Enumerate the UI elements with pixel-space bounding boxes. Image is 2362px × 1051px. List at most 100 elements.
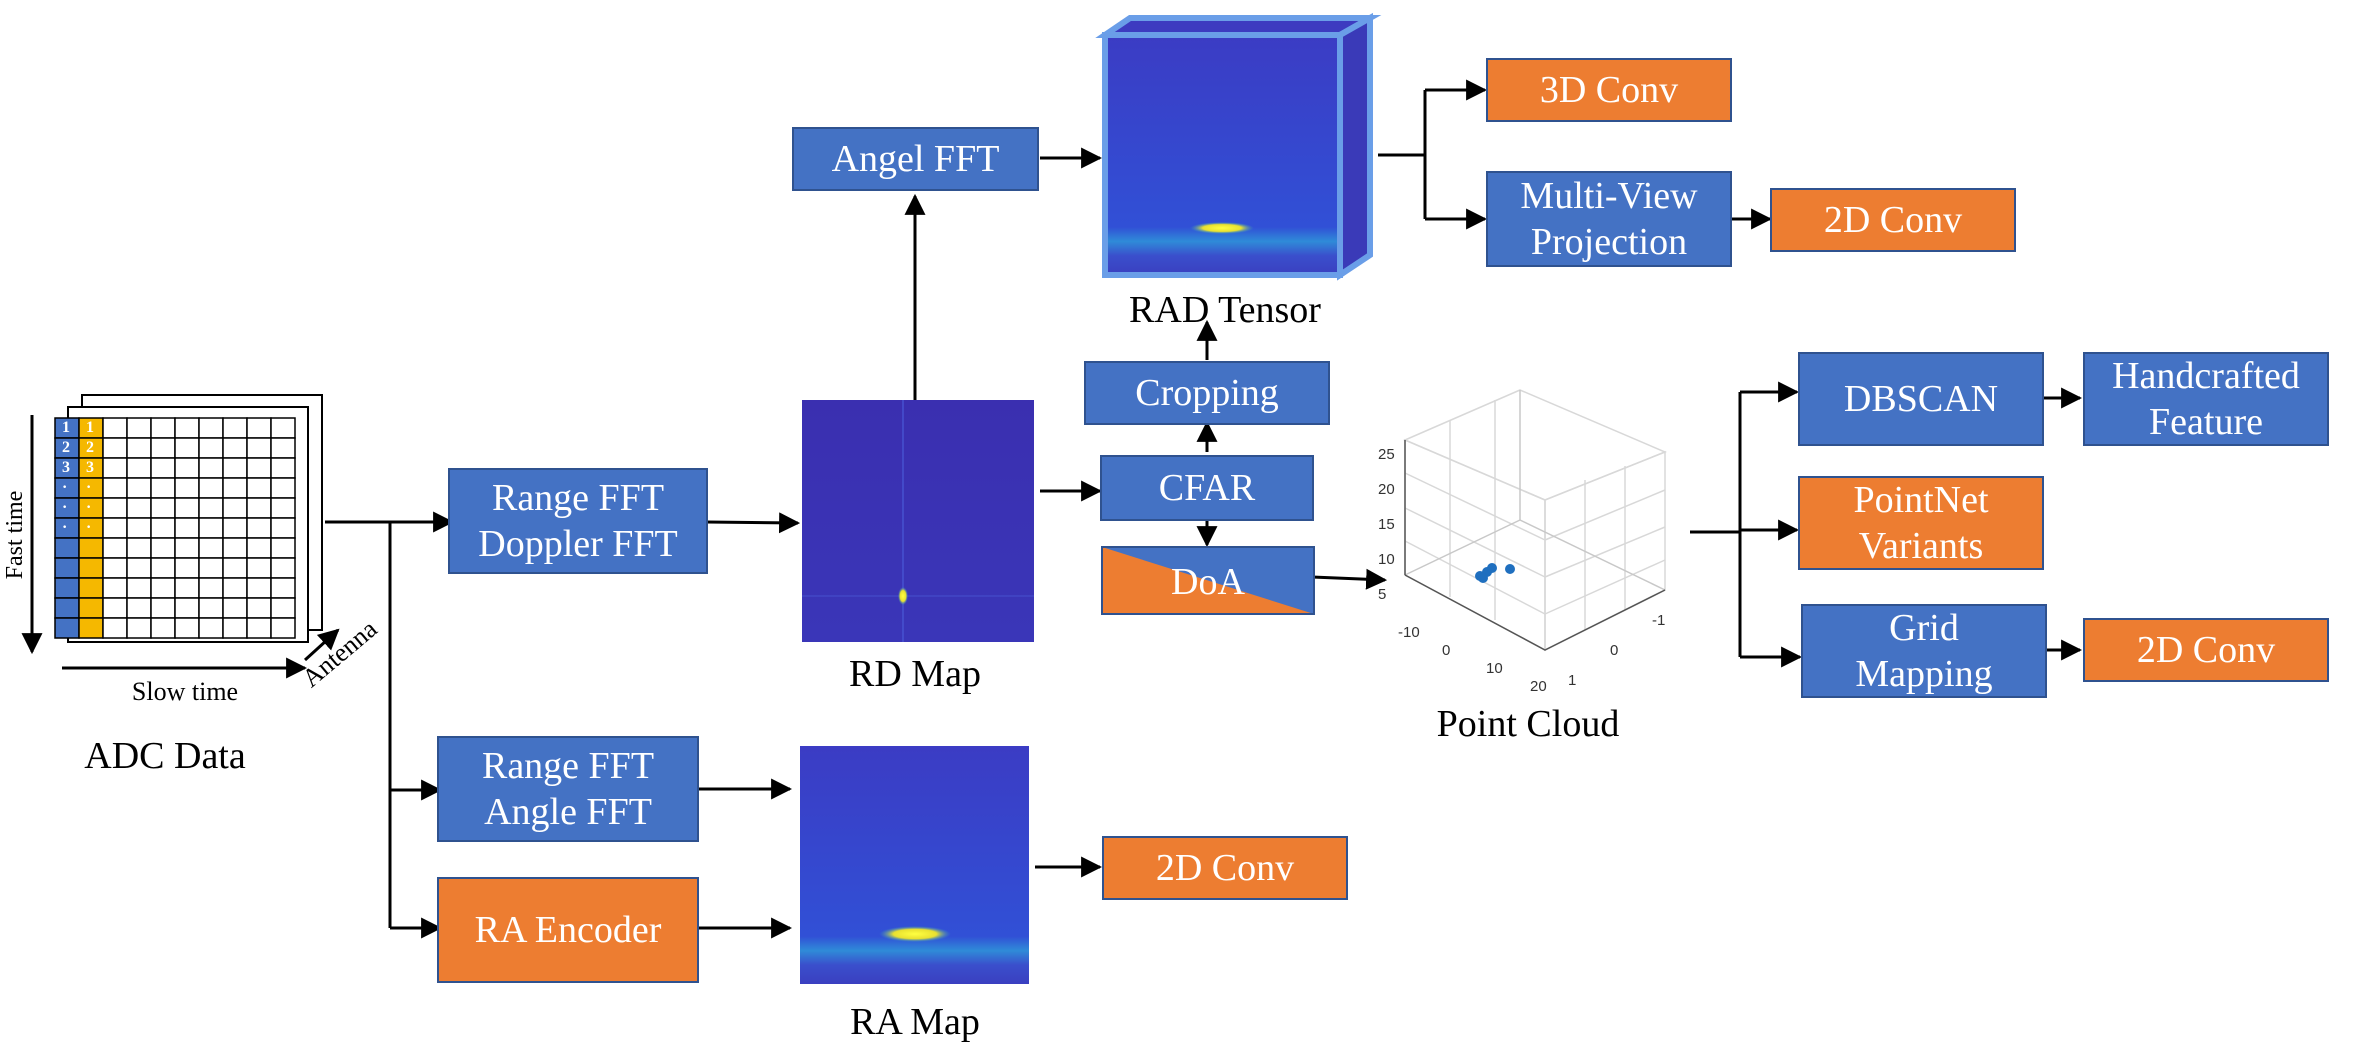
adc-cell [126,477,152,499]
point-cloud-tick: -10 [1398,624,1420,641]
rad-tensor-cube [1095,12,1382,281]
rd-map-image [802,400,1034,642]
adc-cell [174,497,200,519]
ra-encoder-label: RA Encoder [474,909,662,951]
adc-row-label: · [86,519,92,536]
adc-cell [54,557,80,579]
range-angle-line2: Angle FFT [484,791,652,833]
point-cloud-caption: Point Cloud [1437,703,1620,745]
adc-cell [270,617,296,639]
ra-encoder-box: RA Encoder [437,877,699,983]
adc-row-label: 2 [62,439,70,456]
adc-row-label: · [62,499,68,516]
point-cloud-tick: 20 [1378,481,1395,498]
handcrafted-line1: Handcrafted [2112,355,2300,397]
adc-cell [174,597,200,619]
adc-cell [198,497,224,519]
adc-cell [102,417,128,439]
pointnet-line1: PointNet [1853,479,1989,521]
adc-cell [222,537,248,559]
adc-cell [150,517,176,539]
adc-cell [222,417,248,439]
adc-cell [270,417,296,439]
adc-cell [246,617,272,639]
adc-cell [198,597,224,619]
adc-cell [246,477,272,499]
adc-cell [54,537,80,559]
adc-cell [270,477,296,499]
adc-cell [222,517,248,539]
adc-cell [78,537,104,559]
conv2d-mv-box: 2D Conv [1770,188,2016,252]
adc-cell [198,557,224,579]
multi-view-line2: Projection [1530,221,1688,263]
adc-cell [246,597,272,619]
adc-cell [102,457,128,479]
range-doppler-line1: Range FFT [491,477,665,519]
adc-cell [174,537,200,559]
adc-cell [270,457,296,479]
adc-cell [222,457,248,479]
adc-cell [126,557,152,579]
adc-cell [198,537,224,559]
point-cloud-tick: 0 [1442,642,1451,659]
fast-time-label: Fast time [2,491,28,580]
adc-cell [198,517,224,539]
conv2d-mv-label: 2D Conv [1823,199,1963,241]
point-cloud-plot [1403,389,1667,652]
adc-cell [150,577,176,599]
adc-cell [102,577,128,599]
adc-cell [102,517,128,539]
adc-cell [174,617,200,639]
adc-cell [150,417,176,439]
rad-tensor-caption: RAD Tensor [1129,289,1321,331]
adc-row-label: 3 [62,459,70,476]
ra-map-caption: RA Map [850,1001,980,1043]
adc-cell [54,597,80,619]
multi-view-projection-box: Multi-View Projection [1486,171,1732,267]
doa-label: DoA [1171,561,1245,603]
adc-cell [222,477,248,499]
adc-cell [150,497,176,519]
adc-cell [174,517,200,539]
angel-fft-label: Angel FFT [831,138,1000,180]
adc-cell [246,577,272,599]
pointnet-variants-box: PointNet Variants [1798,476,2044,570]
adc-cell [126,517,152,539]
adc-cell [126,597,152,619]
point-cloud-tick: 10 [1486,660,1503,677]
adc-cell [198,417,224,439]
adc-cell [78,597,104,619]
adc-cell [198,577,224,599]
point-cloud-tick: 15 [1378,516,1395,533]
adc-cell [270,577,296,599]
point-cloud-points [1475,563,1515,583]
adc-cell [174,457,200,479]
adc-cell [150,457,176,479]
adc-cell [174,477,200,499]
adc-cell [126,457,152,479]
adc-cell [270,437,296,459]
adc-data-cube [54,394,323,643]
adc-cell [150,617,176,639]
adc-cell [150,597,176,619]
adc-cell [150,437,176,459]
adc-cell [270,497,296,519]
adc-row-label: · [62,479,68,496]
pointnet-line2: Variants [1858,525,1984,567]
adc-row-label: 2 [86,439,94,456]
adc-cell [270,517,296,539]
adc-cell [126,437,152,459]
conv2d-ra-box: 2D Conv [1102,836,1348,900]
cfar-box: CFAR [1100,455,1314,521]
adc-cell [150,557,176,579]
adc-cell [54,577,80,599]
adc-cell [174,417,200,439]
point-cloud-tick: 5 [1378,586,1387,603]
adc-cell [246,457,272,479]
cropping-box: Cropping [1084,361,1330,425]
adc-cell [246,537,272,559]
adc-cell [198,437,224,459]
cropping-label: Cropping [1135,372,1279,414]
conv3d-label: 3D Conv [1539,69,1679,111]
